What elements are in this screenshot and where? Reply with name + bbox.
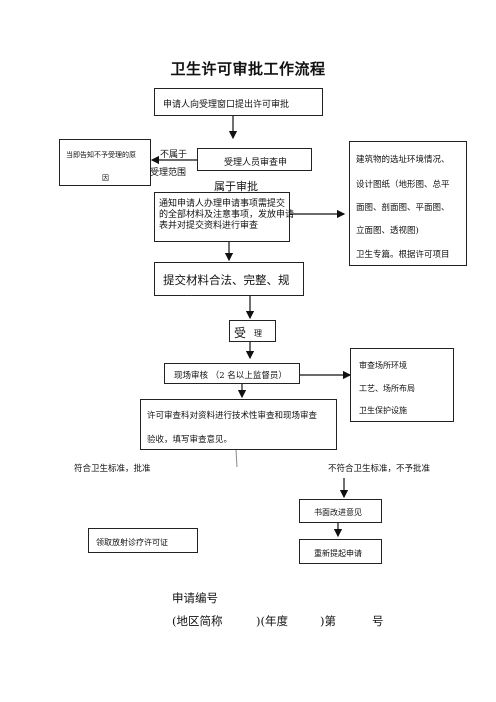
reject-label: 不符合卫生标准，不予批准 (328, 464, 431, 474)
reapply-text: 重新提起申请 (314, 549, 362, 558)
materials-line4: 立面图、透视图) (356, 226, 419, 236)
check-complete-tail: . . (186, 291, 192, 298)
review-text: 受理人员审查申 (224, 158, 288, 168)
site-item-3: 卫生保护设施 (359, 406, 407, 415)
written-opinion-box: 书面改进意见 (299, 499, 382, 523)
page-title: 卫生许可审批工作流程 (170, 60, 326, 78)
notice-line1: 通知申请人办理申请事项需提交 (159, 199, 286, 209)
materials-box: 建筑物的选址环境情况、 设计图纸（地形图、总平 面图、剖面图、平面图、 立面图、… (349, 141, 467, 266)
decision-stroke (235, 449, 238, 468)
apply-box: 申请人向受理窗口提出许可审批 (154, 88, 323, 116)
accept-box: 受 理 (229, 320, 276, 342)
site-item-1: 审查场所环境 (359, 361, 407, 370)
reject-notice-line2: 因 (102, 174, 109, 182)
tech-review-line1: 许可审查科对资料进行技术性审查和现场审查 (147, 411, 318, 421)
reject-notice-line1: 当即告知不予受理的原 (66, 151, 136, 159)
site-items-box: 审查场所环境 工艺、场所布局 卫生保护设施 (350, 348, 454, 422)
footer-region: (地区简称 (172, 614, 223, 628)
site-inspect-box: 现场审核 （2 名以上监督员） (164, 363, 300, 384)
materials-line5: 卫生专篇。根据许可项目 (356, 250, 450, 260)
tech-review-line2: 验收，填写审查意见。 (147, 435, 233, 445)
footer-number-suffix: 号 (372, 614, 384, 628)
accept-char-2: 理 (254, 329, 262, 338)
written-opinion-text: 书面改进意见 (314, 508, 362, 517)
review-box: 受理人员审查申 (197, 148, 312, 171)
get-license-box: 领取放射诊疗许可证 (88, 528, 198, 553)
belong-label: 属于审批 (214, 180, 258, 193)
materials-line1: 建筑物的选址环境情况、 (356, 155, 450, 165)
site-inspect-text: 现场审核 （2 名以上监督员） (174, 371, 287, 381)
not-belong-label-1: 不属于 (160, 150, 188, 160)
not-belong-label-2: 受理范围 (150, 168, 187, 178)
reject-notice-box: 当即告知不予受理的原 因 (59, 139, 151, 186)
footer-seq: )第 (320, 614, 336, 628)
notice-box: 通知申请人办理申请事项需提交 的全部材料及注意事项，发放申请 表并对提交资料进行… (154, 192, 294, 242)
footer-year: )(年度 (256, 614, 288, 628)
materials-line3: 面图、剖面图、平面图、 (356, 203, 450, 213)
check-complete-box: 提交材料合法、完整、规 (154, 262, 304, 296)
reapply-box: 重新提起申请 (299, 539, 382, 564)
get-license-text: 领取放射诊疗许可证 (96, 538, 168, 547)
check-complete-text: 提交材料合法、完整、规 (163, 273, 290, 287)
materials-line2: 设计图纸（地形图、总平 (356, 180, 450, 190)
accept-char-1: 受 (234, 326, 247, 340)
approve-label: 符合卫生标准，批准 (74, 464, 151, 474)
site-item-2: 工艺、场所布局 (359, 384, 415, 393)
notice-line3: 表并对提交资料进行审查 (159, 221, 259, 231)
tech-review-box: 许可审查科对资料进行技术性审查和现场审查 验收，填写审查意见。 (140, 399, 337, 450)
notice-line2: 的全部材料及注意事项，发放申请 (159, 210, 295, 220)
footer-application-number: 申请编号 (172, 591, 218, 605)
apply-text: 申请人向受理窗口提出许可审批 (163, 100, 290, 110)
